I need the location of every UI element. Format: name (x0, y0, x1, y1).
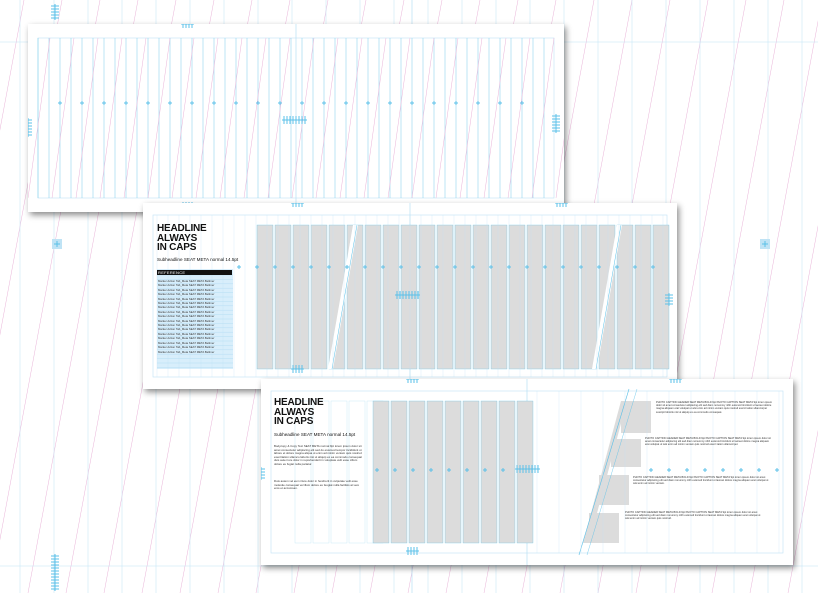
reference-row: Marker Action Tab_Meta SEAT META Bellmer (158, 314, 215, 319)
headline: HEADLINE ALWAYS IN CAPS (157, 223, 207, 253)
photo-placeholder-column (616, 224, 634, 370)
diagonal-guide (99, 37, 123, 199)
diagonal-guide (507, 37, 531, 199)
spread-grid-guides (261, 379, 784, 565)
photo-caption: PHOTO CAPTION HEADER SEAT META BOLD 9pt … (633, 476, 769, 486)
spread-reference-layout: HEADLINE ALWAYS IN CAPS Subheadline SEAT… (143, 203, 677, 389)
photo-placeholder-column (508, 224, 526, 370)
photo-placeholder-column (444, 400, 462, 544)
body-paragraph: Duis autem vel eum iriure dolor in hendr… (274, 479, 360, 491)
diagonal-guide (387, 37, 411, 199)
photo-placeholder-column (526, 224, 544, 370)
diagonal-guide (123, 37, 147, 199)
photo-placeholder-column (562, 224, 580, 370)
body-paragraph: Bodycopy & Copy Text SEAT META normal 9p… (274, 444, 362, 466)
reference-row: Marker Action Tab_Meta SEAT META Bellmer (158, 327, 215, 332)
diagonal-guide (435, 37, 459, 199)
spread-editorial-layout: HEADLINE ALWAYS IN CAPS Subheadline SEAT… (261, 379, 793, 565)
reference-row: Marker Action Tab_Meta SEAT META Bellmer (158, 296, 215, 301)
photo-placeholder-column (408, 400, 426, 544)
subheadline: Subheadline SEAT META normal 14.5pt (274, 432, 356, 437)
photo-placeholder-column (490, 224, 508, 370)
headline: HEADLINE ALWAYS IN CAPS (274, 397, 324, 427)
reference-row: Marker Action Tab_Meta SEAT META Bellmer (158, 331, 215, 336)
photo-placeholder-column (292, 224, 310, 370)
photo-placeholder (621, 401, 651, 433)
diagonal-guide (28, 37, 51, 199)
photo-caption: PHOTO CAPTION HEADER SEAT META BOLD 9pt … (625, 511, 761, 521)
photo-placeholder-column (580, 224, 598, 370)
diagonal-guide (195, 37, 219, 199)
diagonal-guide (787, 429, 818, 593)
diagonal-guide (315, 37, 339, 199)
column-guide (330, 400, 348, 544)
diagonal-guide (339, 37, 363, 199)
photo-placeholder-column (390, 400, 408, 544)
diagonal-guide (291, 37, 315, 199)
reference-row: Marker Action Tab_Meta SEAT META Bellmer (158, 292, 215, 297)
reference-row: Marker Action Tab_Meta SEAT META Bellmer (158, 301, 215, 306)
spread-grid-empty (28, 24, 564, 212)
diagonal-guide (51, 37, 75, 199)
reference-row: Marker Action Tab_Meta SEAT META Bellmer (158, 283, 215, 288)
reference-row: Marker Action Tab_Meta SEAT META Bellmer (158, 323, 215, 328)
photo-placeholder-column (462, 400, 480, 544)
photo-caption: PHOTO CAPTION HEADER SEAT META BOLD 9pt … (645, 437, 771, 447)
photo-placeholder-column (652, 224, 670, 370)
column-guide (348, 400, 366, 544)
reference-row: Marker Action Tab_Meta SEAT META Bellmer (158, 309, 215, 314)
diagonal-guide (147, 37, 171, 199)
photo-placeholder-column (436, 224, 454, 370)
reference-row: Marker Action Tab_Meta SEAT META Bellmer (158, 336, 215, 341)
diagonal-guide (595, 224, 622, 370)
photo-placeholder-column (516, 400, 534, 544)
reference-row: Marker Action Tab_Meta SEAT META Bellmer (158, 340, 215, 345)
diagonal-guide (331, 224, 358, 370)
reference-label: REFERENCE (157, 270, 232, 275)
reference-row: Marker Action Tab_Meta SEAT META Bellmer (158, 349, 215, 354)
column-guide (312, 400, 330, 544)
photo-placeholder (611, 439, 641, 467)
diagonal-guide (171, 37, 195, 199)
diagonal-guide (243, 37, 267, 199)
photo-placeholder-column (426, 400, 444, 544)
reference-row: Marker Action Tab_Meta SEAT META Bellmer (158, 287, 215, 292)
photo-placeholder-column (372, 400, 390, 544)
subheadline: Subheadline SEAT META normal 14.5pt (157, 257, 239, 262)
reference-row: Marker Action Tab_Meta SEAT META Bellmer (158, 279, 215, 283)
reference-list: Marker Action Tab_Meta SEAT META Bellmer… (158, 279, 214, 354)
diagonal-guide (0, 0, 25, 131)
diagonal-guide (75, 37, 99, 199)
photo-caption: PHOTO CAPTION HEADER SEAT META BOLD 9pt … (656, 401, 773, 414)
photo-placeholder (583, 401, 627, 543)
diagonal-guide (483, 37, 507, 199)
diagonal-guide (459, 37, 483, 199)
photo-placeholder-column (472, 224, 490, 370)
diagonal-guide (578, 388, 630, 556)
photo-placeholder-column (364, 224, 382, 370)
photo-placeholder-column (274, 224, 292, 370)
photo-placeholder-column (634, 224, 652, 370)
reference-row: Marker Action Tab_Meta SEAT META Bellmer (158, 318, 215, 323)
diagonal-guide (363, 37, 387, 199)
diagonal-guide (531, 37, 555, 199)
photo-placeholder-column (418, 224, 436, 370)
diagonal-guide (555, 137, 564, 199)
diagonal-guide (411, 37, 435, 199)
spread-grid-guides (28, 24, 564, 212)
margin-guide (270, 390, 784, 554)
column-guide (294, 400, 312, 544)
diagonal-guide (219, 37, 243, 199)
photo-placeholder-column (310, 224, 328, 370)
reference-row: Marker Action Tab_Meta SEAT META Bellmer (158, 345, 215, 350)
reference-row: Marker Action Tab_Meta SEAT META Bellmer (158, 305, 215, 310)
diagonal-guide (586, 388, 638, 556)
photo-placeholder-column (480, 400, 498, 544)
spread-grid-guides (152, 203, 673, 389)
photo-placeholder-column (498, 400, 516, 544)
photo-placeholder-column (256, 224, 274, 370)
diagonal-guide (267, 37, 291, 199)
photo-placeholder-column (454, 224, 472, 370)
